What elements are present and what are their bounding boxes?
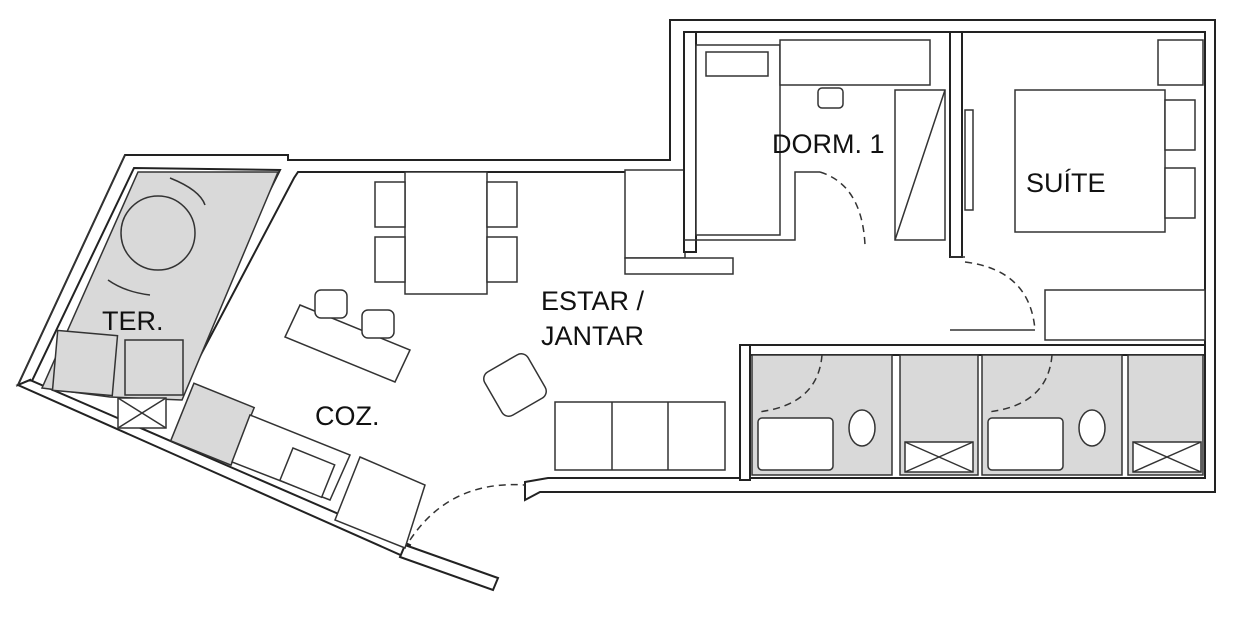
chair bbox=[374, 181, 406, 228]
washer bbox=[124, 339, 184, 396]
washbasin-icon bbox=[757, 417, 834, 471]
desk bbox=[779, 39, 931, 86]
tv-stand bbox=[624, 257, 734, 275]
washbasin-icon bbox=[987, 417, 1064, 471]
chair bbox=[374, 236, 406, 283]
bedroom-1 bbox=[683, 31, 963, 258]
nightstand bbox=[1157, 39, 1204, 86]
room-label-terrace: TER. bbox=[102, 306, 164, 336]
suite-door bbox=[964, 261, 1036, 331]
entry-door bbox=[409, 483, 526, 541]
round-table bbox=[120, 195, 196, 271]
pillow bbox=[705, 51, 769, 77]
room-label-bedroom-1: DORM. 1 bbox=[772, 129, 885, 159]
window-panel bbox=[964, 109, 974, 211]
room-label-suite: SUÍTE bbox=[1026, 168, 1106, 198]
laundry-sink bbox=[51, 329, 119, 397]
room-label-kitchen: COZ. bbox=[315, 401, 380, 431]
chair bbox=[486, 181, 518, 228]
double-bed bbox=[1014, 89, 1166, 233]
chair bbox=[169, 177, 206, 206]
chair bbox=[107, 279, 151, 296]
bedroom-door bbox=[819, 171, 866, 246]
desk-chair bbox=[817, 87, 844, 109]
chair bbox=[486, 236, 518, 283]
stool bbox=[361, 309, 395, 339]
tv-cabinet bbox=[624, 169, 686, 259]
bathrooms bbox=[739, 344, 1206, 481]
kitchen bbox=[169, 289, 526, 549]
toilet-icon bbox=[1078, 409, 1106, 447]
toilet-icon bbox=[848, 409, 876, 447]
pillow bbox=[1164, 167, 1196, 219]
dining-table bbox=[404, 171, 488, 295]
stool bbox=[314, 289, 348, 319]
suite bbox=[950, 39, 1206, 341]
room-label-living-2: JANTAR bbox=[541, 321, 644, 351]
pillow bbox=[1164, 99, 1196, 151]
room-label-living-1: ESTAR / bbox=[541, 286, 645, 316]
kitchen-sink-icon bbox=[278, 447, 336, 499]
outer-walls bbox=[15, 19, 1216, 592]
sofa bbox=[554, 401, 726, 471]
fridge-icon bbox=[334, 456, 426, 549]
armchair bbox=[483, 353, 547, 417]
terrace bbox=[40, 171, 280, 429]
living-dining bbox=[374, 169, 734, 471]
wardrobe bbox=[1044, 289, 1206, 341]
